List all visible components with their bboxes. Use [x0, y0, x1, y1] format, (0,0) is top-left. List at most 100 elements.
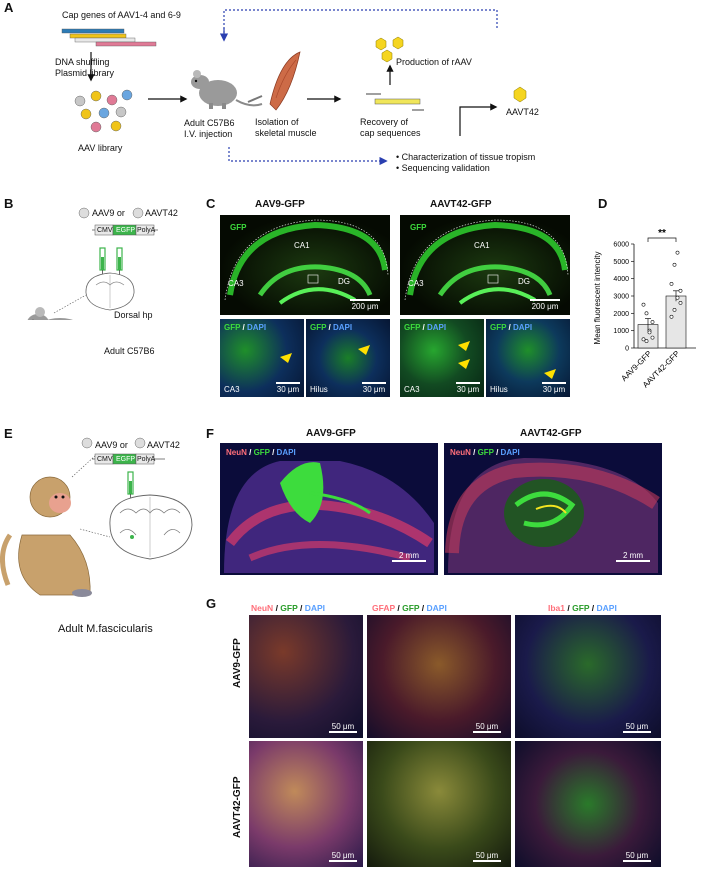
f-title-left: AAV9-GFP [306, 428, 356, 439]
c-stain-label: GFP / DAPI [490, 323, 533, 332]
data-point [647, 330, 652, 335]
y-tick-label: 1000 [613, 328, 629, 335]
data-point [672, 307, 677, 312]
b-egfp: EGFP [116, 227, 136, 234]
b-polya: PolyA [137, 227, 156, 234]
data-point [650, 320, 655, 324]
g-img-aavt42-iba1: 50 μm [515, 741, 661, 867]
panel-letter-d: D [598, 196, 608, 211]
data-point [641, 302, 646, 307]
bar-chart-d: Mean fluorescent intencity 0100020003000… [593, 228, 696, 390]
f-scale-2mm: 2 mm [616, 551, 650, 563]
data-point [672, 262, 677, 267]
c-hippocampus-aav9: GFP CA1 CA3 DG 200 μm [220, 215, 390, 315]
g-img-aavt42-neun: 50 μm [249, 741, 363, 867]
g-img-aav9-neun: 50 μm [249, 615, 363, 738]
cap-sequences-label: cap sequences [360, 128, 421, 138]
bullet-tropism: • Characterization of tissue tropism [396, 152, 536, 162]
g-col1-header: NeuN / GFP / DAPI [251, 603, 326, 613]
data-point [650, 335, 655, 340]
c-dg-right: DG [518, 277, 530, 286]
b-aav9-label: AAV9 or [92, 208, 125, 218]
c-gfp-label-left: GFP [230, 223, 247, 232]
c-small-region: CA3 [224, 385, 240, 394]
panel-e-diagram [0, 437, 193, 597]
data-point [669, 281, 674, 286]
c-gfp-label-right: GFP [410, 223, 427, 232]
e-aavt42-label: AAVT42 [147, 440, 180, 450]
g-img-aav9-gfap: 50 μm [367, 615, 511, 738]
c-small-region: Hilus [490, 385, 508, 394]
g-col3-header: Iba1 / GFP / DAPI [548, 603, 617, 613]
monkey-illustration [0, 476, 92, 597]
c-ca1-right: CA1 [474, 241, 490, 250]
muscle-illustration [269, 51, 301, 111]
c-small-region: CA3 [404, 385, 420, 394]
data-point [678, 288, 683, 293]
c-title-right: AAVT42-GFP [430, 199, 492, 210]
c-small-region: Hilus [310, 385, 328, 394]
g-scale-50: 50 μm [623, 722, 651, 734]
c-hippocampus-aavt42: GFP CA1 CA3 DG 200 μm [400, 215, 570, 315]
c-scale-200-left: 200 μm [350, 299, 380, 311]
y-tick-label: 6000 [613, 242, 629, 249]
g-img-aavt42-gfap: 50 μm [367, 741, 511, 867]
plasmid-library-label: Plasmid library [55, 68, 115, 78]
recovery-label: Recovery of [360, 117, 409, 127]
e-polya: PolyA [137, 456, 156, 463]
g-scale-50: 50 μm [329, 722, 357, 734]
data-point [675, 295, 680, 300]
f-stain-label: NeuN / GFP / DAPI [450, 448, 520, 457]
panel-letter-a: A [4, 0, 14, 15]
c-small-aav9-hilus: GFP / DAPI Hilus 30 μm [306, 319, 390, 397]
y-axis-label: Mean fluorescent intencity [593, 252, 602, 345]
c-stain-label: GFP / DAPI [310, 323, 353, 332]
c-ca1-left: CA1 [294, 241, 310, 250]
e-egfp: EGFP [116, 456, 136, 463]
f-title-right: AAVT42-GFP [520, 428, 582, 439]
cap-genes-label: Cap genes of AAV1-4 and 6-9 [62, 10, 181, 20]
production-label: Production of rAAV [396, 57, 472, 67]
isolation-label: Isolation of [255, 117, 299, 127]
dna-shuffling-label: DNA shuffling [55, 57, 110, 67]
data-point [669, 314, 674, 319]
g-scale-50: 50 μm [473, 722, 501, 734]
plasmid-bars [61, 28, 157, 47]
cap-sequence-bar [374, 98, 421, 105]
g-scale-50: 50 μm [329, 851, 357, 863]
b-dorsal-label: Dorsal hp [114, 310, 153, 320]
data-point [678, 301, 683, 305]
panel-letter-c: C [206, 196, 216, 211]
c-stain-label: GFP / DAPI [224, 323, 267, 332]
b-cmv: CMV [97, 227, 113, 234]
y-tick-label: 2000 [613, 311, 629, 318]
f-brain-aav9: NeuN / GFP / DAPI 2 mm [220, 443, 438, 575]
panel-letter-e: E [4, 426, 13, 441]
y-tick-label: 5000 [613, 259, 629, 266]
c-small-aavt42-ca3: GFP / DAPI CA3 30 μm [400, 319, 484, 397]
panel-letter-f: F [206, 426, 214, 441]
panel-letter-g: G [206, 596, 217, 611]
c-ca3-right: CA3 [408, 279, 424, 288]
f-stain-label: NeuN / GFP / DAPI [226, 448, 296, 457]
bar-AAVT42-GFP [665, 295, 687, 349]
g-img-aav9-iba1: 50 μm [515, 615, 661, 738]
g-row2-label: AAVT42-GFP [232, 776, 243, 839]
c-small-aav9-ca3: GFP / DAPI CA3 30 μm [220, 319, 304, 397]
y-tick-label: 3000 [613, 294, 629, 301]
panel-a-diagram [61, 9, 527, 166]
aavt42-particle [513, 86, 527, 103]
data-point [644, 339, 649, 343]
c-scale-30: 30 μm [362, 382, 386, 394]
e-cmv: CMV [97, 456, 113, 463]
mouse-illustration [191, 70, 263, 109]
aav-library-label: AAV library [78, 143, 123, 153]
c-title-left: AAV9-GFP [255, 199, 305, 210]
c-small-aavt42-hilus: GFP / DAPI Hilus 30 μm [486, 319, 570, 397]
rAAV-particles [375, 36, 404, 63]
bullet-sequencing: • Sequencing validation [396, 163, 490, 173]
c-ca3-left: CA3 [228, 279, 244, 288]
adult-c57b6-label: Adult C57B6 [184, 118, 235, 128]
y-tick-label: 4000 [613, 276, 629, 283]
g-row1-label: AAV9-GFP [232, 638, 243, 688]
